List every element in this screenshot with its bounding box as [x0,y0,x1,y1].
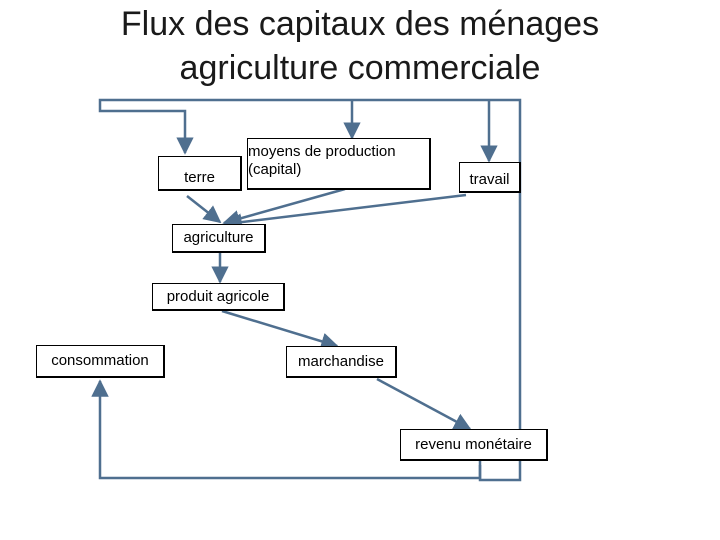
node-moyens-label-1: moyens de production [248,143,396,160]
node-produit-agricole: produit agricole [152,283,285,311]
node-moyens-label-2: (capital) [248,161,302,178]
arrow-revenu-to-inputs [478,98,522,482]
node-revenu-label: revenu monétaire [415,435,532,453]
arrow-to-terre [98,98,492,155]
node-marchandise-label: marchandise [298,352,384,370]
diagram-title: Flux des capitaux des ménages agricultur… [0,2,720,90]
node-agriculture: agriculture [172,224,266,253]
node-terre-label: terre [184,169,215,186]
title-line-1: Flux des capitaux des ménages [120,5,600,43]
node-travail-label: travail [469,171,510,188]
node-terre: terre [158,156,242,191]
node-consommation-label: consommation [51,352,149,369]
arrow-produit-to-marchandise [221,309,339,350]
node-produit-label: produit agricole [166,287,270,305]
arrow-moyens-to-agriculture [222,187,346,228]
arrow-marchandise-to-revenu [376,377,472,431]
node-revenu-monetaire: revenu monétaire [400,429,548,461]
arrow-terre-to-agriculture [186,195,222,224]
node-agriculture-label: agriculture [183,229,254,246]
node-travail: travail [459,162,521,193]
node-moyens-de-production: moyens de production (capital) [247,138,431,190]
title-line-2: agriculture commerciale [179,49,541,87]
arrow-revenu-to-consommation [91,379,482,480]
node-marchandise: marchandise [286,346,397,378]
arrow-travail-to-agriculture [224,193,467,231]
node-consommation: consommation [36,345,165,378]
